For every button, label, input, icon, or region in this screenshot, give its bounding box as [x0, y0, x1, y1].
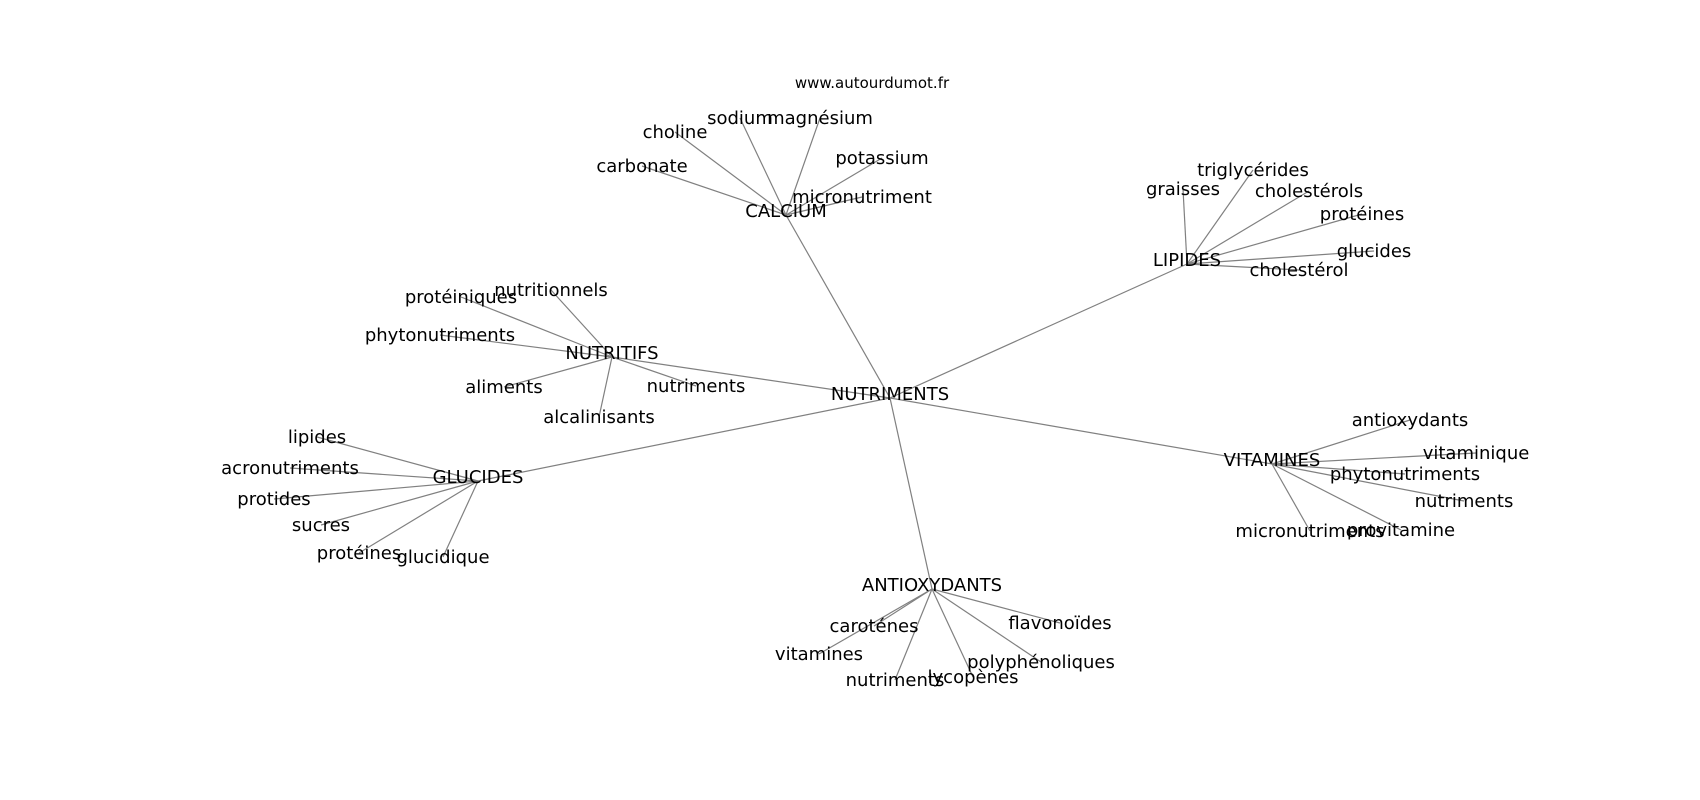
edge-vitamines-to-leaf — [1271, 463, 1465, 502]
node-leaf: nutriments — [1415, 491, 1514, 512]
edge-root-to-antioxydants — [889, 397, 933, 590]
node-group: CALCIUM — [745, 201, 827, 222]
node-leaf: protéiniques — [405, 287, 517, 308]
edge-nutritifs-to-leaf — [550, 289, 613, 358]
node-leaf: provitamine — [1347, 520, 1455, 541]
edge-calcium-to-leaf — [785, 196, 863, 216]
node-leaf: vitamines — [775, 644, 863, 665]
edge-glucides-to-leaf — [320, 480, 479, 526]
edge-antioxydants-to-leaf — [931, 588, 1061, 624]
node-group: NUTRITIFS — [565, 343, 658, 364]
node-leaf: nutriments — [647, 376, 746, 397]
node-leaf: micronutriment — [792, 187, 932, 208]
edge-root-to-nutritifs — [611, 356, 891, 399]
node-leaf: caroténes — [830, 616, 919, 637]
node-leaf: magnésium — [767, 108, 873, 129]
node-group: ANTIOXYDANTS — [862, 575, 1002, 596]
node-leaf: alcalinisants — [543, 407, 655, 428]
node-leaf: acronutriments — [221, 458, 359, 479]
edge-calcium-to-leaf — [785, 157, 883, 216]
edge-lipides-to-leaf — [1186, 190, 1310, 265]
node-leaf: cholestérols — [1255, 181, 1363, 202]
edge-glucides-to-leaf — [273, 480, 479, 500]
node-leaf: graisses — [1146, 179, 1220, 200]
node-leaf: vitaminique — [1423, 443, 1530, 464]
node-leaf: triglycérides — [1197, 160, 1309, 181]
node-root: NUTRIMENTS — [831, 384, 949, 405]
edge-nutritifs-to-leaf — [439, 334, 613, 358]
edge-root-to-calcium — [785, 214, 891, 399]
edge-antioxydants-to-leaf — [894, 588, 933, 681]
node-leaf: flavonoïdes — [1008, 613, 1111, 634]
edge-nutritifs-to-leaf — [460, 296, 613, 358]
edge-calcium-to-leaf — [785, 117, 821, 216]
node-leaf: micronutriments — [1235, 521, 1384, 542]
node-leaf: sucres — [292, 515, 350, 536]
node-leaf: glucides — [1337, 241, 1412, 262]
node-leaf: carbonate — [596, 156, 687, 177]
edge-glucides-to-leaf — [316, 436, 479, 482]
node-leaf: aliments — [465, 377, 542, 398]
edge-vitamines-to-leaf — [1271, 463, 1406, 475]
node-leaf: protéines — [1320, 204, 1404, 225]
edge-lipides-to-leaf — [1186, 213, 1363, 265]
edge-root-to-glucides — [477, 397, 891, 482]
edge-lipides-to-leaf — [1186, 263, 1300, 271]
edge-calcium-to-leaf — [641, 165, 787, 216]
edge-vitamines-to-leaf — [1271, 419, 1411, 465]
edge-lipides-to-leaf — [1182, 188, 1188, 265]
edge-vitamines-to-leaf — [1271, 463, 1311, 532]
edge-root-to-vitamines — [889, 397, 1273, 465]
node-leaf: sodium — [707, 108, 773, 129]
edge-lipides-to-leaf — [1186, 169, 1254, 265]
node-leaf: glucidique — [396, 547, 489, 568]
watermark: www.autourdumot.fr — [794, 74, 950, 92]
node-leaf: protides — [237, 489, 310, 510]
node-leaf: polyphénoliques — [967, 652, 1115, 673]
node-leaf: phytonutriments — [365, 325, 515, 346]
edge-glucides-to-leaf — [442, 480, 479, 558]
node-group: VITAMINES — [1224, 450, 1321, 471]
edge-antioxydants-to-leaf — [931, 588, 974, 678]
edge-nutritifs-to-leaf — [598, 356, 613, 418]
node-group: GLUCIDES — [433, 467, 524, 488]
edge-root-to-lipides — [889, 263, 1188, 399]
node-leaf: lipides — [288, 427, 346, 448]
node-leaf: potassium — [835, 148, 928, 169]
node-leaf: nutritionnels — [494, 280, 608, 301]
edge-vitamines-to-leaf — [1271, 463, 1402, 531]
node-leaf: nutriments — [846, 670, 945, 691]
edge-lipides-to-leaf — [1186, 250, 1375, 265]
edge-antioxydants-to-leaf — [818, 588, 933, 655]
node-leaf: choline — [643, 122, 708, 143]
edge-nutritifs-to-leaf — [503, 356, 613, 388]
edge-calcium-to-leaf — [674, 131, 787, 216]
node-leaf: lycopènes — [928, 667, 1019, 688]
edge-nutritifs-to-leaf — [611, 356, 697, 387]
edge-vitamines-to-leaf — [1271, 452, 1477, 465]
edge-glucides-to-leaf — [289, 467, 479, 482]
node-group: LIPIDES — [1153, 250, 1221, 271]
edge-calcium-to-leaf — [739, 117, 787, 216]
node-leaf: cholestérol — [1250, 260, 1349, 281]
edge-glucides-to-leaf — [358, 480, 479, 554]
node-leaf: phytonutriments — [1330, 464, 1480, 485]
node-leaf: antioxydants — [1352, 410, 1469, 431]
node-leaf: protéines — [317, 543, 401, 564]
edge-antioxydants-to-leaf — [931, 588, 1042, 663]
